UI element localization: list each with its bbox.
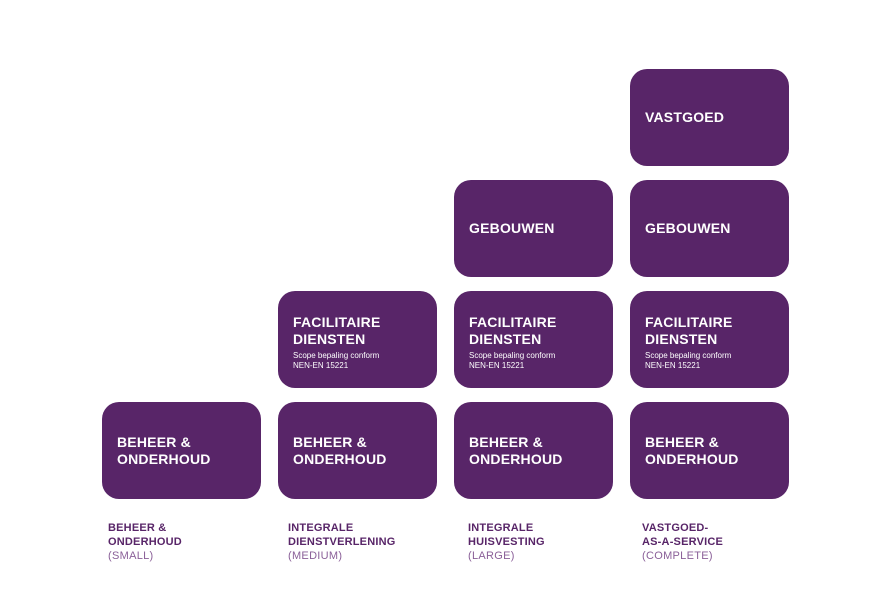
block-beheer-onderhoud-medium: BEHEER & ONDERHOUD xyxy=(278,402,437,499)
block-title: BEHEER & ONDERHOUD xyxy=(645,433,739,467)
caption-size: (LARGE) xyxy=(468,550,515,562)
block-beheer-onderhoud-small: BEHEER & ONDERHOUD xyxy=(102,402,261,499)
block-beheer-onderhoud-large: BEHEER & ONDERHOUD xyxy=(454,402,613,499)
block-title: BEHEER & ONDERHOUD xyxy=(117,433,211,467)
block-title: FACILITAIRE DIENSTEN xyxy=(469,314,557,347)
block-title: GEBOUWEN xyxy=(645,220,731,236)
caption-large: INTEGRALE HUISVESTING (LARGE) xyxy=(468,521,545,563)
caption-size: (COMPLETE) xyxy=(642,550,713,562)
block-facilitaire-diensten-complete: FACILITAIRE DIENSTEN Scope bepaling conf… xyxy=(630,291,789,388)
block-facilitaire-diensten-large: FACILITAIRE DIENSTEN Scope bepaling conf… xyxy=(454,291,613,388)
block-subtitle: Scope bepaling conform NEN-EN 15221 xyxy=(469,351,556,370)
caption-size: (MEDIUM) xyxy=(288,550,343,562)
caption-title: VASTGOED- AS-A-SERVICE xyxy=(642,522,724,548)
block-title: FACILITAIRE DIENSTEN xyxy=(293,314,381,347)
block-facilitaire-diensten-medium: FACILITAIRE DIENSTEN Scope bepaling conf… xyxy=(278,291,437,388)
caption-title: BEHEER & ONDERHOUD xyxy=(108,522,182,548)
block-title: GEBOUWEN xyxy=(469,220,555,236)
block-title: BEHEER & ONDERHOUD xyxy=(469,433,563,467)
block-subtitle: Scope bepaling conform NEN-EN 15221 xyxy=(645,351,732,370)
caption-title: INTEGRALE DIENSTVERLENING xyxy=(288,522,396,548)
caption-small: BEHEER & ONDERHOUD (SMALL) xyxy=(108,521,182,563)
block-title: VASTGOED xyxy=(645,109,725,125)
caption-title: INTEGRALE HUISVESTING xyxy=(468,522,545,548)
block-beheer-onderhoud-complete: BEHEER & ONDERHOUD xyxy=(630,402,789,499)
block-subtitle: Scope bepaling conform NEN-EN 15221 xyxy=(293,351,380,370)
block-gebouwen-complete: GEBOUWEN xyxy=(630,180,789,277)
block-gebouwen-large: GEBOUWEN xyxy=(454,180,613,277)
caption-size: (SMALL) xyxy=(108,550,154,562)
block-title: BEHEER & ONDERHOUD xyxy=(293,433,387,467)
block-title: FACILITAIRE DIENSTEN xyxy=(645,314,733,347)
block-vastgoed-complete: VASTGOED xyxy=(630,69,789,166)
caption-medium: INTEGRALE DIENSTVERLENING (MEDIUM) xyxy=(288,521,396,563)
caption-complete: VASTGOED- AS-A-SERVICE (COMPLETE) xyxy=(642,521,723,563)
